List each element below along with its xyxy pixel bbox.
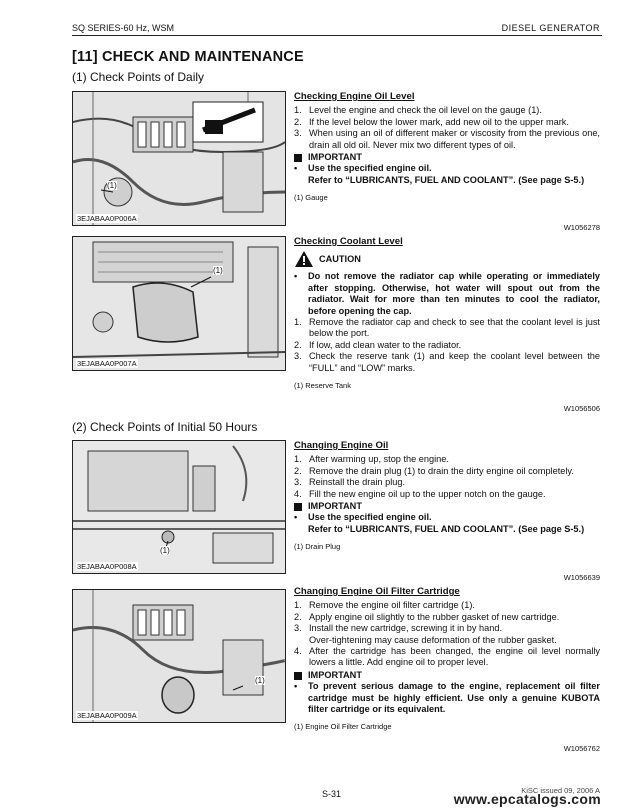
figure-legend: (1) Engine Oil Filter Cartridge: [294, 722, 392, 732]
step-item: 1.Remove the engine oil filter cartridge…: [294, 600, 475, 611]
step-item: 2.If the level below the lower mark, add…: [294, 116, 569, 127]
warning-triangle-icon: [295, 251, 313, 268]
doc-code: W1056762: [563, 744, 600, 753]
figure-oil-filter: (1) 3EJABAA0P009A: [72, 589, 286, 723]
step-item: 4.Fill the new engine oil up to the uppe…: [294, 488, 546, 499]
figure-callout: (1): [213, 266, 223, 275]
figure-callout: (1): [160, 546, 170, 555]
figure-code: 3EJABAA0P007A: [76, 359, 138, 368]
figure-code: 3EJABAA0P006A: [76, 214, 138, 223]
step-item: 1.Level the engine and check the oil lev…: [294, 105, 542, 116]
filter-section: Changing Engine Oil Filter Cartridge 1.R…: [294, 586, 600, 733]
caution-heading: CAUTION: [294, 250, 600, 268]
step-item: 3.Install the new cartridge, screwing it…: [294, 623, 557, 645]
important-heading: IMPORTANT: [294, 152, 600, 163]
oil-level-title: Checking Engine Oil Level: [294, 91, 415, 102]
important-item: •To prevent serious damage to the engine…: [294, 681, 600, 715]
initial-heading: (2) Check Points of Initial 50 Hours: [72, 420, 258, 434]
engine-illustration-3: [73, 441, 285, 573]
step-item: 3.Reinstall the drain plug.: [294, 477, 406, 488]
important-heading: IMPORTANT: [294, 501, 600, 512]
issue-note: KiSC issued 09, 2006 A: [521, 786, 600, 795]
page-number: S-31: [322, 789, 342, 799]
coolant-title: Checking Coolant Level: [294, 236, 403, 247]
step-item: 2.If low, add clean water to the radiato…: [294, 339, 462, 350]
figure-legend: (1) Drain Plug: [294, 542, 341, 552]
step-item: 3.Check the reserve tank (1) and keep th…: [294, 351, 600, 373]
step-item: 4.After the cartridge has been changed, …: [294, 646, 600, 668]
figure-drain-plug: (1) 3EJABAA0P008A: [72, 440, 286, 574]
step-item: 2.Apply engine oil slightly to the rubbe…: [294, 611, 560, 622]
header-product: DIESEL GENERATOR: [501, 23, 600, 33]
square-bullet-icon: [294, 671, 302, 680]
header-series: SQ SERIES-60 Hz, WSM: [72, 23, 175, 33]
figure-callout: (1): [107, 181, 117, 190]
step-item: 1.Remove the radiator cap and check to s…: [294, 317, 600, 339]
change-oil-title: Changing Engine Oil: [294, 440, 389, 451]
figure-callout: (1): [255, 676, 265, 685]
figure-code: 3EJABAA0P009A: [76, 711, 138, 720]
oil-level-section: Checking Engine Oil Level 1.Level the en…: [294, 91, 600, 204]
square-bullet-icon: [294, 502, 302, 511]
filter-title: Changing Engine Oil Filter Cartridge: [294, 586, 460, 597]
caution-item: •Do not remove the radiator cap while op…: [294, 271, 600, 316]
coolant-section: Checking Coolant Level CAUTION •Do not r…: [294, 236, 600, 391]
figure-legend: (1) Reserve Tank: [294, 381, 351, 391]
doc-code: W1056506: [563, 404, 600, 413]
doc-code: W1056639: [563, 573, 600, 582]
step-item: 3.When using an oil of different maker o…: [294, 128, 600, 150]
important-item: •Use the specified engine oil. Refer to …: [294, 512, 585, 534]
figure-code: 3EJABAA0P008A: [76, 562, 138, 571]
section-title: [11] CHECK AND MAINTENANCE: [72, 49, 304, 65]
engine-illustration-2: [73, 237, 285, 370]
figure-legend: (1) Gauge: [294, 193, 328, 203]
figure-reserve-tank: (1) 3EJABAA0P007A: [72, 236, 286, 371]
engine-illustration-1: [73, 92, 285, 225]
engine-illustration-4: [73, 590, 285, 722]
header-rule: [72, 35, 602, 36]
figure-oil-gauge: (1) 3EJABAA0P006A: [72, 91, 286, 226]
important-item: •Use the specified engine oil. Refer to …: [294, 163, 585, 185]
square-bullet-icon: [294, 153, 302, 162]
change-oil-section: Changing Engine Oil 1.After warming up, …: [294, 440, 600, 553]
daily-heading: (1) Check Points of Daily: [72, 70, 205, 84]
step-item: 2.Remove the drain plug (1) to drain the…: [294, 465, 574, 476]
watermark: www.epcatalogs.com: [453, 791, 601, 807]
doc-code: W1056278: [563, 223, 600, 232]
important-heading: IMPORTANT: [294, 670, 600, 681]
step-item: 1.After warming up, stop the engine.: [294, 454, 449, 465]
